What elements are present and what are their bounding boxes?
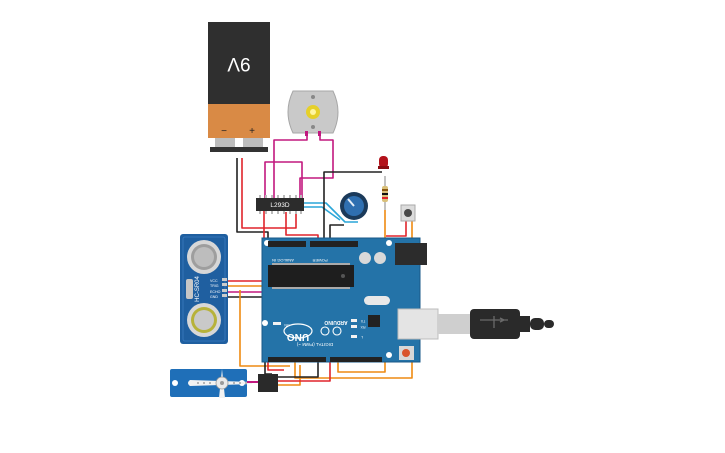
battery-label: 9V [227, 53, 251, 74]
sensor-pin-vcc: VCC [210, 279, 218, 283]
wire-pot-signal[interactable] [300, 202, 358, 223]
tx-led [351, 319, 357, 322]
wire-servo-black[interactable] [276, 362, 319, 378]
battery-icon [208, 22, 270, 152]
wire-battery-positive[interactable] [241, 158, 297, 229]
dc-motor-icon [287, 90, 339, 136]
usb-cable[interactable] [438, 309, 554, 339]
power-jack[interactable] [395, 243, 427, 265]
analog-in-label: ANALOG IN [272, 258, 294, 263]
driver-label: L293D [270, 202, 289, 209]
arduino-uno[interactable]: ANALOG IN POWER UNO ARDUINO DIGITAL ( [261, 237, 439, 363]
rx-label: RX [360, 325, 366, 329]
sensor-crystal [186, 279, 193, 299]
on-led [273, 322, 281, 325]
usb-socket[interactable] [397, 308, 439, 340]
usb-plug-icon [438, 309, 554, 339]
wire-button-red[interactable] [386, 220, 407, 237]
led-icon [378, 156, 389, 169]
capacitor [374, 252, 386, 264]
power-label: POWER [312, 258, 327, 263]
rx-led [351, 325, 357, 328]
battery-minus-label: − [221, 126, 227, 137]
driver-pins [259, 195, 302, 214]
sensor-pins: VCC TRIG ECHO GND [210, 278, 227, 299]
servo-motor[interactable] [170, 369, 278, 398]
potentiometer-icon [340, 192, 368, 220]
chip-pins [272, 263, 350, 289]
header-analog[interactable] [268, 241, 306, 247]
servo-icon [170, 369, 278, 398]
battery-9v[interactable]: 9V − + [208, 22, 270, 152]
sensor-transducer-top [187, 240, 221, 274]
wire-pot-blue-2[interactable] [300, 206, 341, 221]
tx-label: TX [360, 319, 365, 323]
led-red[interactable] [378, 156, 389, 169]
header-power[interactable] [310, 241, 358, 247]
arduino-brand: ARDUINO [324, 319, 347, 325]
crystal [364, 296, 390, 305]
sensor-pin-gnd: GND [210, 295, 218, 299]
sensor-pin-echo: ECHO [210, 290, 221, 294]
digital-label: DIGITAL (PWM ~) [296, 342, 333, 347]
sensor-transducer-bottom [187, 303, 221, 337]
wire-driver-magenta[interactable] [264, 161, 303, 200]
dc-motor[interactable] [287, 90, 339, 136]
resistor-icon [382, 176, 388, 210]
sensor-pin-trig: TRIG [210, 284, 219, 288]
l293d-driver[interactable]: L293D [256, 195, 304, 214]
l-label: L [361, 335, 363, 339]
pushbutton-icon [400, 204, 416, 222]
capacitor [359, 252, 371, 264]
reset-button-cap [402, 349, 410, 357]
mount-hole [386, 240, 392, 246]
pushbutton[interactable] [400, 204, 416, 222]
potentiometer[interactable] [340, 192, 368, 220]
header-digital-a[interactable] [268, 357, 326, 362]
on-label: ON [284, 323, 290, 327]
wire-led-ground[interactable] [323, 171, 382, 248]
wire-motor-a[interactable] [273, 134, 308, 200]
sensor-label: HC-SR04 [195, 276, 201, 302]
arduino-logo: UNO [283, 323, 342, 342]
wire-left-orange[interactable] [239, 290, 290, 367]
battery-plus-label: + [249, 126, 255, 137]
atmega-chip [268, 265, 354, 287]
mount-hole [262, 320, 268, 326]
wire-motor-b[interactable] [299, 134, 334, 200]
header-digital-b[interactable] [330, 357, 382, 362]
wire-servo-orange[interactable] [276, 365, 301, 386]
uno-label: UNO [287, 331, 309, 342]
l-led [351, 335, 357, 338]
usb-chip [368, 315, 380, 327]
ultrasonic-sensor[interactable]: HC-SR04 VCC TRIG ECHO GND [180, 234, 228, 344]
resistor[interactable] [382, 176, 388, 210]
mount-hole [386, 352, 392, 358]
